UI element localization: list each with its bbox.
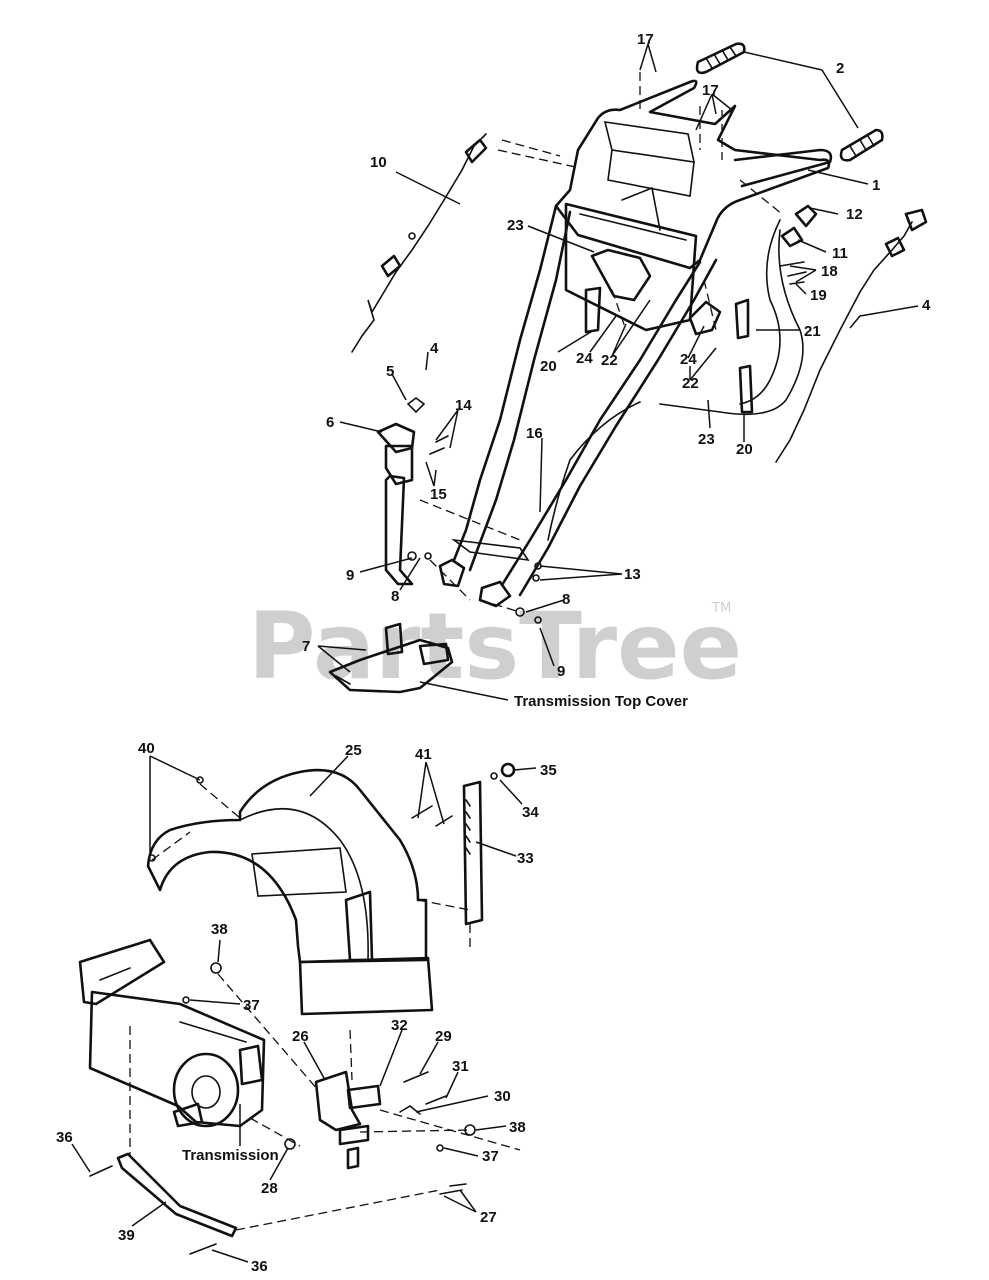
callout-28: 28	[261, 1180, 278, 1197]
callout-34: 34	[522, 804, 539, 821]
callout-15: 15	[430, 486, 447, 503]
callout-24: 24	[680, 351, 697, 368]
callout-11: 11	[832, 245, 848, 262]
callout-25: 25	[345, 742, 362, 759]
callout-10: 10	[370, 154, 387, 171]
callout-5: 5	[386, 363, 394, 380]
callout-24: 24	[576, 350, 593, 367]
callout-6: 6	[326, 414, 334, 431]
callout-2: 2	[836, 60, 844, 77]
control-cable-left	[351, 133, 488, 353]
callout-14: 14	[455, 397, 472, 414]
callout-17: 17	[637, 31, 654, 48]
callout-18: 18	[821, 263, 838, 280]
caption-transmission-top-cover: Transmission Top Cover	[514, 693, 688, 710]
callout-38: 38	[509, 1119, 526, 1136]
callout-30: 30	[494, 1088, 511, 1105]
callout-22: 22	[682, 375, 699, 392]
callout-38: 38	[211, 921, 228, 938]
throttle-parts	[779, 204, 818, 285]
handle-assembly	[438, 79, 833, 608]
callout-19: 19	[810, 287, 827, 304]
callout-16: 16	[526, 425, 543, 442]
callout-4: 4	[922, 297, 931, 314]
callout-20: 20	[736, 441, 753, 458]
callout-26: 26	[292, 1028, 309, 1045]
callout-32: 32	[391, 1017, 408, 1034]
leader-lines	[71, 43, 919, 1263]
callout-31: 31	[452, 1058, 469, 1075]
callout-41: 41	[415, 746, 432, 763]
assembly-lines-lower	[129, 783, 521, 1231]
callout-35: 35	[540, 762, 557, 779]
caption-transmission: Transmission	[182, 1147, 279, 1164]
callout-37: 37	[243, 997, 260, 1014]
transmission-top-cover	[328, 622, 454, 694]
callout-36: 36	[251, 1258, 268, 1275]
callout-17: 17	[702, 82, 719, 99]
handle-hardware	[407, 551, 542, 624]
callout-1: 1	[872, 177, 880, 194]
callout-37: 37	[482, 1148, 499, 1165]
callout-39: 39	[118, 1227, 135, 1244]
callout-7: 7	[302, 638, 310, 655]
assembly-lines-upper	[385, 72, 783, 613]
callout-36: 36	[56, 1129, 73, 1146]
callout-13: 13	[624, 566, 641, 583]
tine-shield-assembly	[78, 762, 516, 1255]
callout-numbers: 17 2 17 1 10 12 23 11 18 19 4 21 20 24 2…	[56, 31, 931, 1275]
callout-23: 23	[507, 217, 524, 234]
watermark-trademark: TM	[711, 601, 731, 616]
callout-21: 21	[804, 323, 821, 340]
callout-12: 12	[846, 206, 863, 223]
callout-22: 22	[601, 352, 618, 369]
callout-23: 23	[698, 431, 715, 448]
callout-33: 33	[517, 850, 534, 867]
callout-8: 8	[391, 588, 399, 605]
callout-9: 9	[346, 567, 354, 584]
control-cable-right	[547, 208, 928, 541]
callout-27: 27	[480, 1209, 497, 1226]
callout-8: 8	[562, 591, 570, 608]
callout-4: 4	[430, 340, 439, 357]
callout-9: 9	[557, 663, 565, 680]
callout-29: 29	[435, 1028, 452, 1045]
callout-40: 40	[138, 740, 155, 757]
callout-20: 20	[540, 358, 557, 375]
left-side-brackets	[376, 397, 449, 586]
